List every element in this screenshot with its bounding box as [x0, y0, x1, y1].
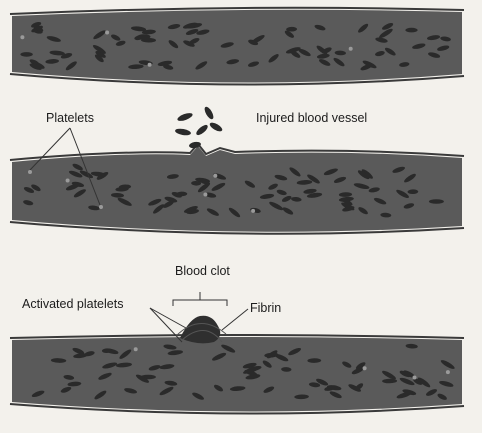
label-platelets: Platelets — [46, 111, 94, 125]
platelet-dot — [99, 205, 103, 209]
red-blood-cell — [429, 199, 444, 204]
vessel-1-body — [12, 10, 462, 83]
label-blood-clot: Blood clot — [175, 264, 230, 278]
vessel-2-body — [12, 146, 462, 232]
clot-bracket — [173, 292, 227, 306]
platelet-dot — [363, 366, 367, 370]
platelet-dot — [66, 179, 70, 183]
platelet-dot — [349, 47, 353, 51]
label-activated-platelets: Activated platelets — [22, 297, 123, 311]
red-blood-cell — [20, 52, 32, 57]
label-fibrin: Fibrin — [250, 301, 281, 315]
platelet-dot — [134, 347, 138, 351]
platelet-dot — [148, 63, 152, 67]
red-blood-cell — [405, 28, 417, 33]
activated-platelets-pointer-2 — [150, 308, 182, 342]
escaping-cells — [175, 105, 224, 149]
platelet-dot — [105, 31, 109, 35]
activated-platelets-pointer-1 — [150, 308, 186, 328]
vessel-3-body — [12, 337, 462, 412]
platelet-dot — [413, 376, 417, 380]
platelet-dot — [20, 35, 24, 39]
healthy-vessel-panel — [10, 8, 464, 85]
platelet-dot — [203, 193, 207, 197]
fibrin-pointer — [222, 309, 248, 330]
platelet-dot — [251, 209, 255, 213]
platelet-dot — [213, 174, 217, 178]
platelet-dot — [28, 170, 32, 174]
label-injured-blood-vessel: Injured blood vessel — [256, 111, 367, 125]
platelet-dot — [446, 370, 450, 374]
